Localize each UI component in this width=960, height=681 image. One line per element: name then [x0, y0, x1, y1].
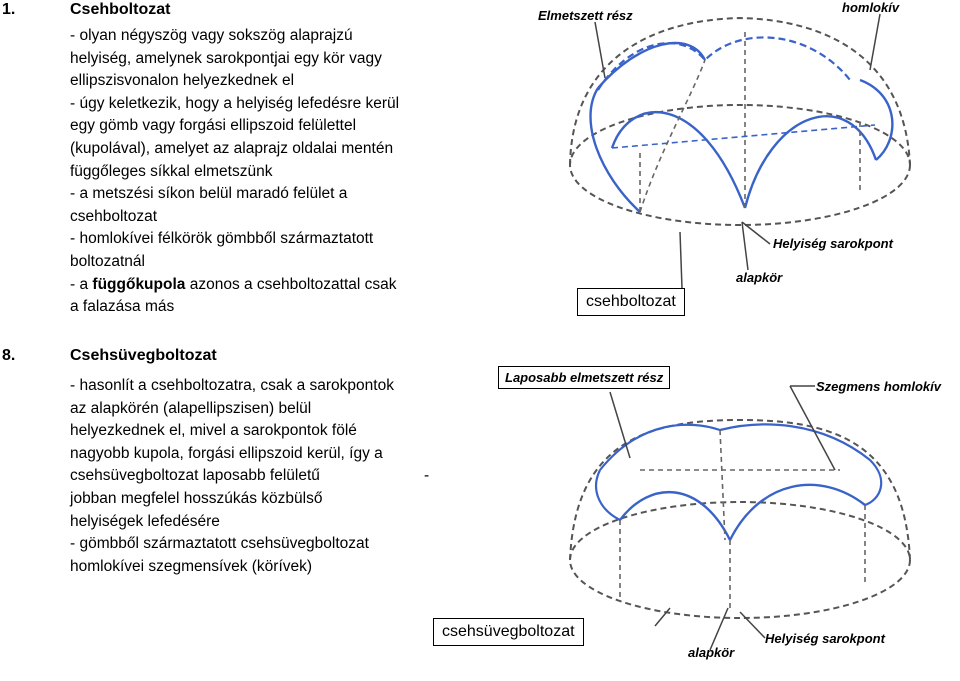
- s2-dash: -: [424, 467, 430, 484]
- pointer-line: [609, 391, 631, 459]
- s2-line: csehsüvegboltozat laposabb felületű: [70, 467, 320, 485]
- pointer-line: [789, 385, 836, 471]
- s1-line: függőleges síkkal elmetszünk: [70, 162, 273, 180]
- dome-outline: [569, 418, 911, 561]
- right-arch: [859, 78, 894, 161]
- front-arch-right: [728, 483, 866, 541]
- front-arch-left: [610, 111, 747, 209]
- pointer-line: [594, 21, 606, 79]
- right-arch: [864, 459, 883, 507]
- pointer-line: [741, 221, 771, 245]
- pointer-line: [654, 607, 671, 627]
- left-arch: [589, 87, 641, 213]
- label-room-corner-2: Helyiség sarokpont: [765, 631, 885, 646]
- s1-line: helyiség, amelynek sarokpontjai egy kör …: [70, 49, 382, 67]
- pointer-line: [709, 607, 729, 651]
- s1-line: a falazása más: [70, 298, 175, 316]
- s1-line: (kupolával), amelyet az alaprajz oldalai…: [70, 139, 394, 157]
- pointer-line: [741, 221, 749, 271]
- sail-vault-drawing: [569, 385, 911, 651]
- inner-line: [719, 429, 726, 541]
- bohemian-vault-drawing: [569, 13, 911, 289]
- label-front-arch: homlokív: [842, 0, 900, 15]
- front-arch-right: [743, 115, 878, 209]
- s1-line: - homlokívei félkörök gömbből származtat…: [70, 230, 374, 248]
- front-arch-left: [619, 490, 732, 541]
- s1-line: - úgy keletkezik, hogy a helyiség lefedé…: [70, 94, 400, 112]
- left-arch: [595, 469, 621, 521]
- section-1-number: 1.: [2, 1, 16, 18]
- s2-line: - gömbből származtatott csehsüvegboltoza…: [70, 535, 369, 553]
- s1-suffix: azonos a csehboltozattal csak: [185, 275, 397, 293]
- s1-prefix: - a: [70, 275, 93, 293]
- dome-outline: [569, 16, 911, 166]
- s1-line: ellipszisvonalon helyezkednek el: [70, 72, 295, 90]
- section-1-title: Csehboltozat: [70, 1, 171, 18]
- base-ellipse: [569, 104, 911, 226]
- s2-line: helyezkednek el, mivel a sarokpontok föl…: [70, 422, 357, 440]
- label-segment-arch: Szegmens homlokív: [816, 379, 941, 394]
- s1-line: - a metszési síkon belül maradó felület …: [70, 185, 348, 203]
- label-base-circle: alapkör: [736, 270, 783, 285]
- label-room-corner: Helyiség sarokpont: [773, 236, 893, 251]
- s1-line: egy gömb vagy forgási ellipszoid felület…: [70, 117, 357, 135]
- s1-bold-term: függőkupola: [92, 275, 186, 293]
- name-box-csehboltozat: csehboltozat: [577, 288, 685, 316]
- label-base-circle-2: alapkör: [688, 645, 735, 660]
- s1-line-last: - a függőkupola azonos a csehboltozattal…: [70, 274, 490, 297]
- inner-line: [611, 124, 876, 149]
- section-1-body: - olyan négyszög vagy sokszög alaprajzú …: [70, 25, 490, 319]
- pointer-line: [679, 231, 683, 289]
- s2-line: helyiségek lefedésére: [70, 512, 220, 530]
- section-2-number: 8.: [2, 347, 16, 364]
- inner-line: [639, 59, 706, 213]
- s2-line: jobban megfelel hosszúkás közbülső: [70, 489, 323, 507]
- label-cut-part: Elmetszett rész: [538, 8, 633, 23]
- section-2-title: Csehsüvegboltozat: [70, 347, 217, 364]
- s2-line: homlokívei szegmensívek (körívek): [70, 557, 313, 575]
- s2-line: nagyobb kupola, forgási ellipszoid kerül…: [70, 444, 383, 462]
- s2-line: az alapkörén (alapellipszisen) belül: [70, 399, 312, 417]
- top-left-arch: [597, 41, 707, 89]
- pointer-line: [739, 611, 766, 639]
- s1-line: boltozatnál: [70, 252, 145, 270]
- section-2-body: - hasonlít a csehboltozatra, csak a saro…: [70, 375, 490, 578]
- back-arch: [597, 36, 851, 91]
- label-flat-cut-part: Laposabb elmetszett rész: [498, 366, 671, 389]
- pointer-line: [869, 13, 881, 71]
- s1-line: - olyan négyszög vagy sokszög alaprajzú: [70, 27, 353, 44]
- s1-line: csehboltozat: [70, 207, 158, 225]
- s2-line: - hasonlít a csehboltozatra, csak a saro…: [70, 377, 394, 394]
- name-box-csehsuvegboltozat: csehsüvegboltozat: [433, 618, 584, 646]
